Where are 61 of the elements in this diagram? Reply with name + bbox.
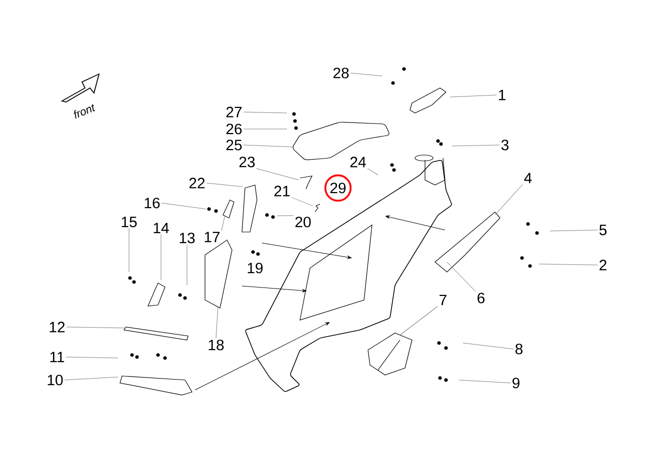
callout-number: 21 [274,186,290,196]
part-drawing [300,176,313,190]
callout-number: 9 [512,378,520,388]
leader-line [291,197,314,206]
callout-number: 18 [208,340,224,350]
callout-number: 27 [226,106,242,118]
leader-line [243,144,294,148]
leader-line [276,215,294,216]
leader-line [160,234,162,280]
callout-number: 7 [440,294,446,306]
callout-number: 25 [226,140,242,150]
part-drawing [207,207,218,213]
part-drawing [242,184,258,232]
leader-line [256,168,300,180]
leader-line [206,182,244,188]
leader-line [186,244,188,286]
leader-line [64,376,118,380]
leader-line [538,264,598,266]
callout-number: 13 [180,232,195,244]
callout-number: 2 [600,260,606,270]
leader-line [350,72,382,76]
callout-number: 20 [295,216,311,228]
part-drawing [314,204,320,212]
leader-line [446,262,476,292]
leader-line [66,326,126,328]
callout-number: 8 [516,344,523,354]
part-drawing [265,213,275,219]
leader-line [462,342,514,350]
callout-number: 16 [144,198,160,208]
leader-line [450,94,497,98]
callout-number: 11 [50,352,64,362]
callout-number: 17 [204,232,220,242]
callout-number: 1 [498,90,506,100]
leader-line [400,306,438,336]
leader-line [550,230,598,232]
callout-number: 10 [48,374,63,386]
leader-line [243,112,288,114]
callout-number: 5 [599,224,607,236]
callout-number: 15 [122,216,137,228]
leader-line [161,202,206,210]
leader-line [216,306,218,339]
callout-number: 4 [524,172,532,184]
callout-number: 23 [239,156,255,168]
leader-line [66,356,118,358]
callout-number: 28 [333,68,349,78]
callout-number: 22 [189,178,205,188]
callout-number: 19 [248,262,263,274]
leader-line [128,228,130,272]
callout-number: 26 [226,124,242,134]
callout-number: 6 [478,292,485,304]
callout-number: 24 [350,156,366,168]
direction-label: front [74,104,96,119]
callout-number: 14 [154,222,169,234]
leader-line [367,168,378,176]
leader-line [243,128,288,130]
callout-number: 3 [501,140,509,150]
leader-line [494,184,523,216]
leader-line [221,214,226,231]
leader-line [458,380,511,384]
callout-number: 12 [50,322,65,332]
leader-line [452,144,500,146]
